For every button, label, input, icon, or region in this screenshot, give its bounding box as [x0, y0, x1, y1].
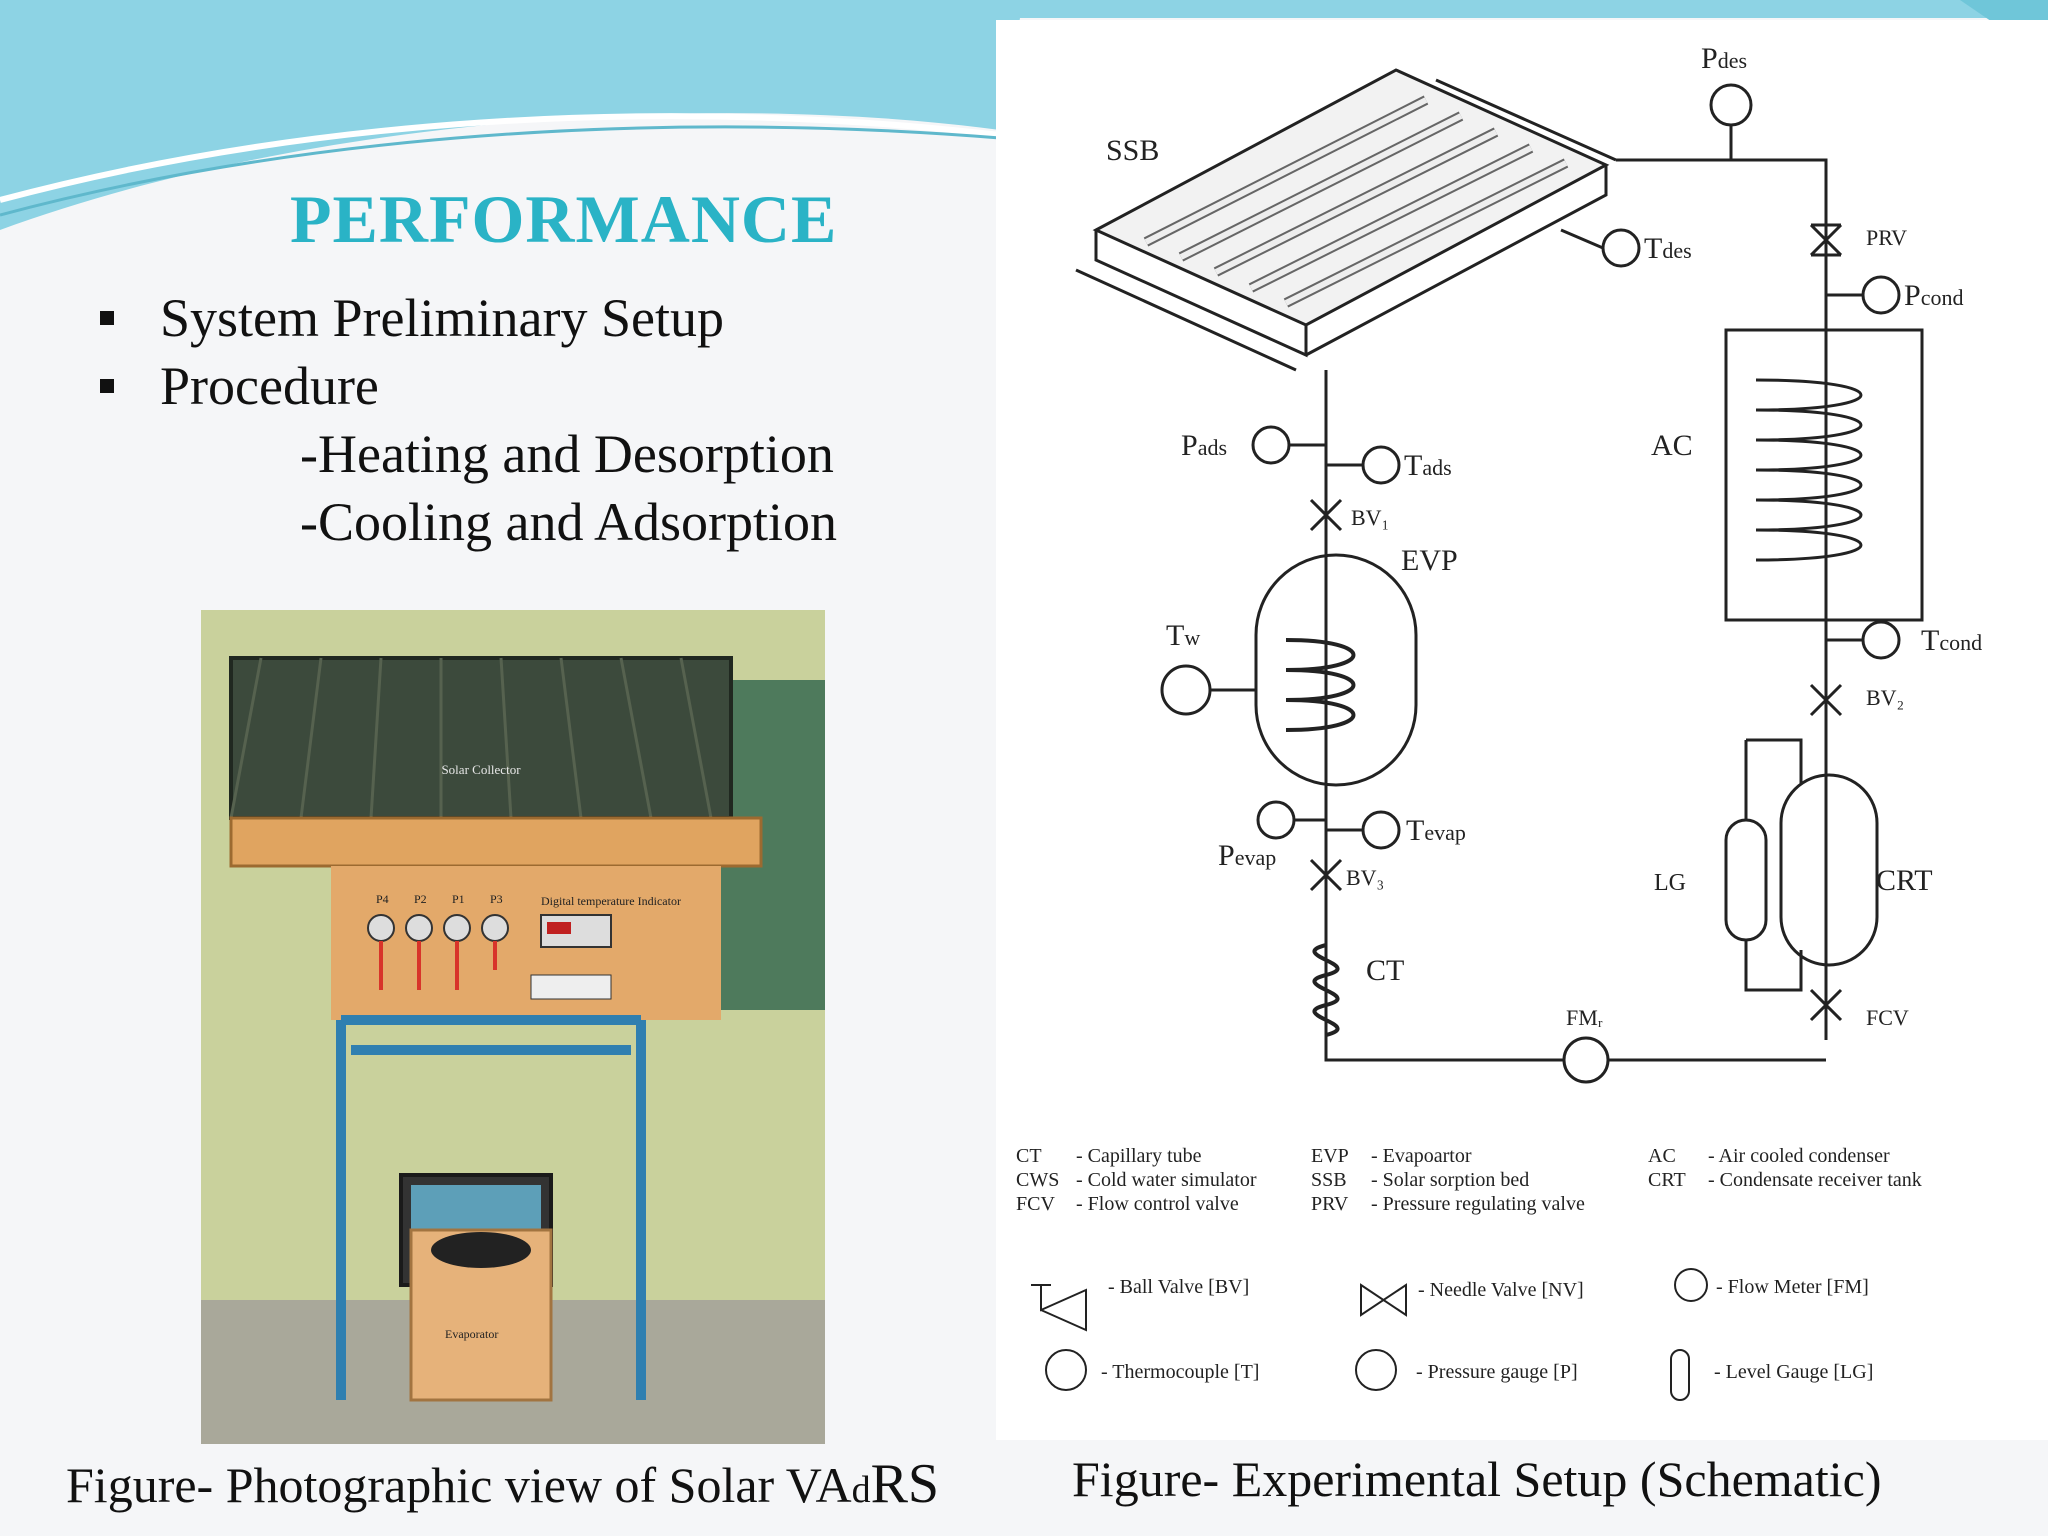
legend-text: - Capillary tube — [1076, 1145, 1202, 1167]
gauge-label-p1: P1 — [452, 892, 465, 906]
sub-item: -Heating and Desorption — [300, 424, 834, 484]
legend-code: FCV — [1016, 1193, 1055, 1215]
caption-text: Figure- Photographic view of Solar VA — [66, 1457, 852, 1513]
fm-label: FMᵣ — [1566, 1005, 1603, 1030]
legend-code: PRV — [1311, 1193, 1349, 1215]
p-letter: P — [1181, 429, 1198, 462]
photo-caption: Figure- Photographic view of Solar VAdRS — [66, 1452, 939, 1516]
p-evap-sub: evap — [1235, 845, 1277, 870]
evaporator-label: Evaporator — [445, 1327, 498, 1341]
legend-text: - Evapoartor — [1371, 1145, 1472, 1167]
p-des-sub: des — [1718, 48, 1747, 73]
legend-text: - Air cooled condenser — [1708, 1145, 1890, 1167]
t-ads-sub: ads — [1422, 455, 1451, 480]
t-w-label: Tw — [1166, 619, 1200, 652]
symbol-legend-label: - Flow Meter [FM] — [1716, 1276, 1869, 1298]
slide-title: PERFORMANCE — [290, 181, 838, 257]
ssb-label: SSB — [1106, 134, 1159, 167]
p-cond-sub: cond — [1921, 285, 1964, 310]
temperature-indicator-label: Digital temperature Indicator — [541, 894, 681, 908]
t-letter: T — [1404, 449, 1422, 482]
pressure-gauge-icon — [481, 914, 509, 942]
symbol-legend-label: - Ball Valve [BV] — [1108, 1276, 1249, 1298]
gauge-label-p3: P3 — [490, 892, 503, 906]
procedure-sub-items: -Heating and Desorption -Cooling and Ads… — [300, 420, 837, 556]
t-cond-label: Tcond — [1921, 624, 1982, 657]
sub-item: -Cooling and Adsorption — [300, 492, 837, 552]
t-des-label: Tdes — [1644, 232, 1692, 265]
symbol-legend-label: - Level Gauge [LG] — [1714, 1361, 1873, 1383]
t-letter: T — [1166, 619, 1184, 652]
t-letter: T — [1644, 232, 1662, 265]
legend-code: SSB — [1311, 1169, 1347, 1191]
ac-label: AC — [1651, 429, 1693, 462]
p-letter: P — [1218, 839, 1235, 872]
t-des-sub: des — [1662, 238, 1691, 263]
legend-text: - Pressure regulating valve — [1371, 1193, 1585, 1215]
solar-vadrs-photo: Solar Collector P4 P2 P1 P3 Digital temp… — [201, 610, 825, 1444]
ball-valve-icon — [1031, 1284, 1087, 1332]
bullet-item: System Preliminary Setup — [100, 284, 724, 352]
fcv-label: FCV — [1866, 1005, 1909, 1030]
legend-code: CT — [1016, 1145, 1042, 1167]
square-bullet-icon — [100, 378, 114, 393]
prv-label: PRV — [1866, 225, 1907, 250]
t-evap-label: Tevap — [1406, 814, 1466, 847]
bv1-label: BV₁ — [1351, 505, 1389, 530]
t-letter: T — [1921, 624, 1939, 657]
pressure-gauge-icon — [405, 914, 433, 942]
caption-suffix: RS — [870, 1453, 940, 1515]
t-evap-sub: evap — [1424, 820, 1466, 845]
thermocouple-icon — [1045, 1349, 1087, 1391]
schematic-caption: Figure- Experimental Setup (Schematic) — [1072, 1451, 1882, 1507]
p-des-label: Pdes — [1701, 42, 1747, 75]
legend-code: CWS — [1016, 1169, 1059, 1191]
t-letter: T — [1406, 814, 1424, 847]
t-ads-label: Tads — [1404, 449, 1452, 482]
pressure-gauge-icon — [443, 914, 471, 942]
p-letter: P — [1904, 279, 1921, 312]
pressure-gauge-icon — [367, 914, 395, 942]
needle-valve-icon — [1360, 1283, 1407, 1317]
bullet-text: System Preliminary Setup — [160, 288, 724, 348]
bv2-label: BV₂ — [1866, 685, 1904, 710]
level-gauge-icon — [1670, 1349, 1690, 1401]
pressure-gauge-icon — [1355, 1349, 1397, 1391]
legend-code: CRT — [1648, 1169, 1686, 1191]
bullet-item: Procedure — [100, 352, 724, 420]
square-bullet-icon — [100, 310, 114, 325]
bullet-list: System Preliminary Setup Procedure — [100, 284, 724, 420]
t-cond-sub: cond — [1939, 630, 1982, 655]
flow-meter-icon — [1674, 1268, 1708, 1302]
p-ads-sub: ads — [1198, 435, 1227, 460]
legend-text: - Condensate receiver tank — [1708, 1169, 1922, 1191]
lg-label: LG — [1654, 870, 1686, 896]
evp-label: EVP — [1401, 544, 1458, 577]
legend-code: EVP — [1311, 1145, 1349, 1167]
p-letter: P — [1701, 42, 1718, 75]
gauge-label-p4: P4 — [376, 892, 389, 906]
legend-text: - Flow control valve — [1076, 1193, 1239, 1215]
gauge-label-p2: P2 — [414, 892, 427, 906]
symbol-legend-label: - Thermocouple [T] — [1101, 1361, 1259, 1383]
p-cond-label: Pcond — [1904, 279, 1963, 312]
legend-code: AC — [1648, 1145, 1676, 1167]
crt-label: CRT — [1876, 864, 1933, 897]
p-evap-label: Pevap — [1218, 839, 1276, 872]
ct-label: CT — [1366, 954, 1404, 987]
bv3-label: BV₃ — [1346, 865, 1384, 890]
legend-text: - Solar sorption bed — [1371, 1169, 1529, 1191]
symbol-legend-label: - Needle Valve [NV] — [1418, 1279, 1584, 1301]
experimental-setup-schematic: SSB Pdes Tdes PRV Pcond AC Pads Tads BV₁… — [1016, 42, 1982, 1401]
caption-subscript: d — [851, 1469, 871, 1511]
symbol-legend-label: - Pressure gauge [P] — [1416, 1361, 1578, 1383]
legend-text: - Cold water simulator — [1076, 1169, 1257, 1191]
t-w-sub: w — [1184, 625, 1200, 650]
solar-collector-label: Solar Collector — [441, 762, 521, 777]
p-ads-label: Pads — [1181, 429, 1227, 462]
bullet-text: Procedure — [160, 356, 379, 416]
